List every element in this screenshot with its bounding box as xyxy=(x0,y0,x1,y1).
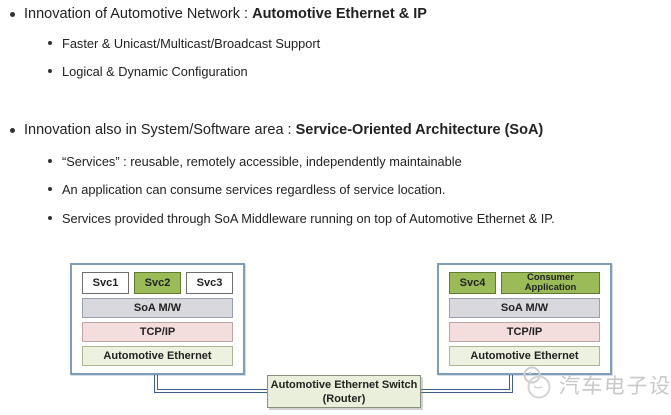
connector-switch-to-right-stack xyxy=(421,375,513,393)
service-box-svc1: Svc1 xyxy=(82,272,129,294)
bullet-dot xyxy=(10,128,15,133)
bullet-text-bold: Automotive Ethernet & IP xyxy=(252,6,427,22)
bullet-text: Innovation also in System/Software area … xyxy=(24,122,296,138)
bullet-dot xyxy=(48,69,52,73)
bullet-dot xyxy=(48,187,52,191)
switch-label-line2: (Router) xyxy=(322,393,366,405)
service-box-svc3: Svc3 xyxy=(186,272,233,294)
watermark: 汽车电子设计 xyxy=(519,362,671,407)
service-box-svc4: Svc4 xyxy=(449,272,496,294)
sub-bullet-2c: Services provided through SoA Middleware… xyxy=(48,210,555,227)
sub-bullet-1b: Logical & Dynamic Configuration xyxy=(48,63,248,80)
connector-left-stack-to-switch xyxy=(154,375,267,393)
ethernet-switch-box: Automotive Ethernet Switch (Router) xyxy=(267,375,421,408)
layer-tcp-ip: TCP/IP xyxy=(82,322,233,342)
sub-bullet-text: Services provided through SoA Middleware… xyxy=(62,211,555,226)
bullet-line-2: Innovation also in System/Software area … xyxy=(10,121,544,140)
sub-bullet-2a: “Services” : reusable, remotely accessib… xyxy=(48,153,462,170)
service-row: Svc4 Consumer Application xyxy=(449,272,600,294)
watermark-logo-icon xyxy=(519,362,555,407)
layer-automotive-ethernet: Automotive Ethernet xyxy=(82,346,233,366)
bullet-dot xyxy=(10,12,15,17)
service-row: Svc1 Svc2 Svc3 xyxy=(82,272,233,294)
bullet-dot xyxy=(48,216,52,220)
watermark-text: 汽车电子设计 xyxy=(558,374,671,398)
service-box-consumer-application: Consumer Application xyxy=(501,272,600,294)
sub-bullet-text: “Services” : reusable, remotely accessib… xyxy=(62,154,462,169)
layer-soa-middleware: SoA M/W xyxy=(82,298,233,318)
layer-automotive-ethernet: Automotive Ethernet xyxy=(449,346,600,366)
sub-bullet-text: An application can consume services rega… xyxy=(62,182,446,197)
bullet-text: Innovation of Automotive Network : xyxy=(24,6,253,22)
right-protocol-stack: Svc4 Consumer Application SoA M/W TCP/IP… xyxy=(437,263,612,375)
layer-soa-middleware: SoA M/W xyxy=(449,298,600,318)
left-protocol-stack: Svc1 Svc2 Svc3 SoA M/W TCP/IP Automotive… xyxy=(70,263,245,375)
bullet-dot xyxy=(48,159,52,163)
switch-label-line1: Automotive Ethernet Switch xyxy=(270,379,418,391)
sub-bullet-text: Logical & Dynamic Configuration xyxy=(62,64,248,79)
bullet-text-bold: Service-Oriented Architecture (SoA) xyxy=(295,122,544,138)
bullet-dot xyxy=(48,41,52,45)
sub-bullet-1a: Faster & Unicast/Multicast/Broadcast Sup… xyxy=(48,35,321,52)
layer-tcp-ip: TCP/IP xyxy=(449,322,600,342)
service-box-svc2: Svc2 xyxy=(134,272,181,294)
sub-bullet-2b: An application can consume services rega… xyxy=(48,181,446,198)
bullet-line-1: Innovation of Automotive Network : Autom… xyxy=(10,5,427,24)
sub-bullet-text: Faster & Unicast/Multicast/Broadcast Sup… xyxy=(62,36,321,51)
